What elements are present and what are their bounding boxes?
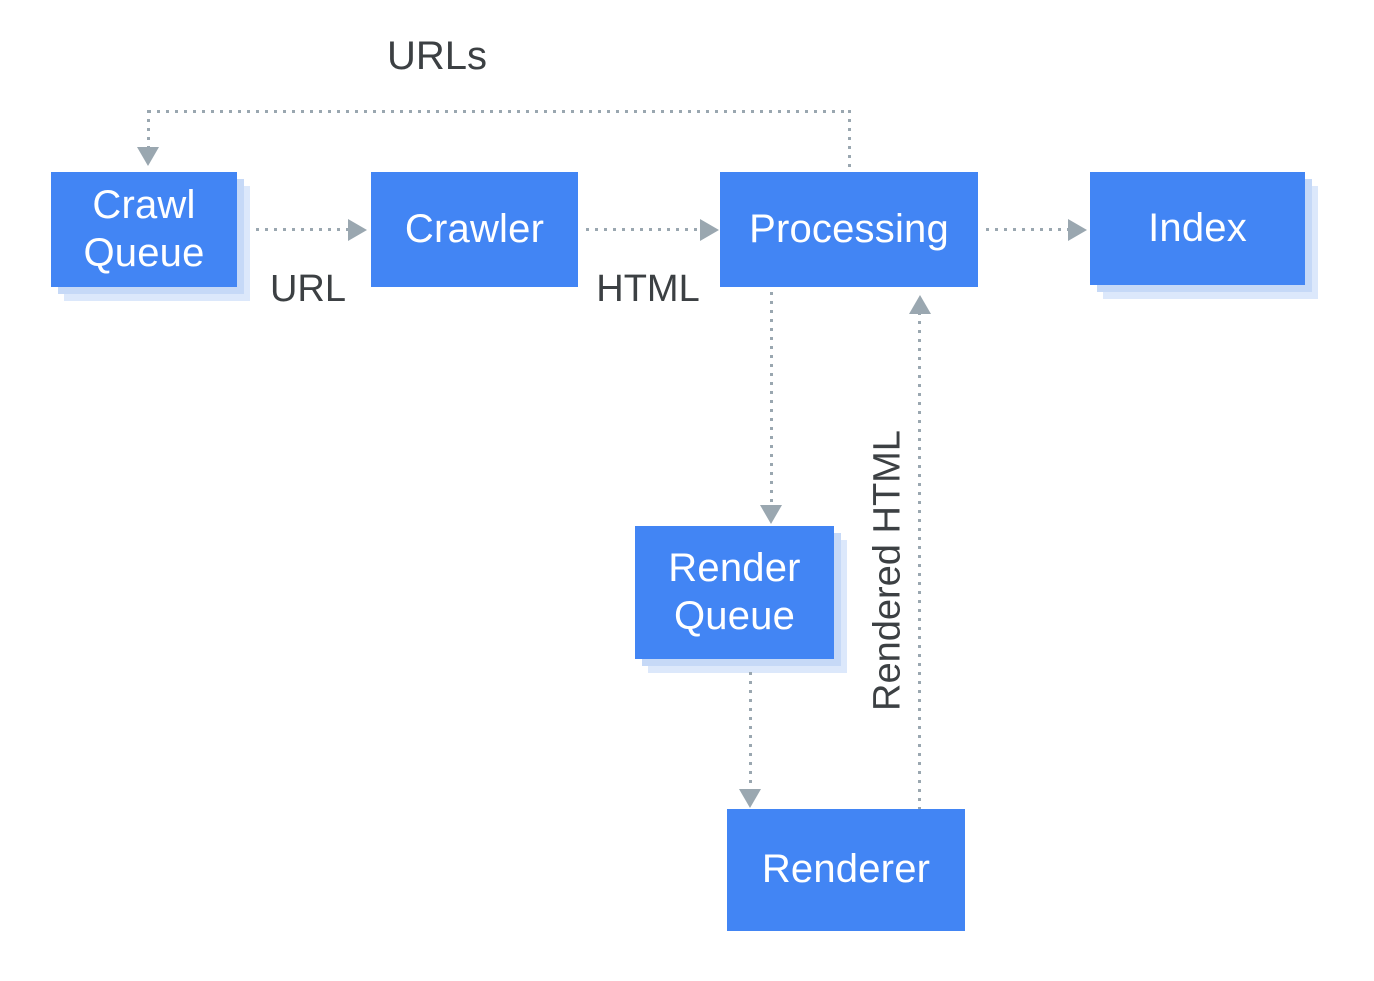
arrowhead-render-queue-to-renderer [739,789,761,808]
arrowhead-renderer-to-processing [909,295,931,314]
connector-crawl-queue-to-crawler [256,228,348,231]
arrowhead-processing-to-render-queue [760,505,782,524]
connector-processing-to-render-queue [770,292,773,507]
node-processing[interactable]: Processing [720,172,978,287]
arrowhead-urls-to-crawl-queue [137,147,159,166]
node-index[interactable]: Index [1090,172,1305,285]
node-crawl-queue[interactable]: Crawl Queue [51,172,237,287]
node-render-queue[interactable]: Render Queue [635,526,834,659]
edge-label-rendered-html: Rendered HTML [866,430,909,711]
connector-processing-to-index [986,228,1069,231]
connector-urls-riser [848,110,851,174]
arrowhead-processing-to-index [1068,219,1087,241]
node-crawler[interactable]: Crawler [371,172,578,287]
node-renderer[interactable]: Renderer [727,809,965,931]
arrowhead-crawl-queue-to-crawler [348,219,367,241]
edge-label-html: HTML [596,268,700,310]
edge-label-url: URL [269,268,347,310]
connector-urls-drop [147,110,150,152]
connector-renderer-to-processing [918,312,921,812]
connector-crawler-to-processing [586,228,702,231]
connector-urls-horizontal [148,110,851,113]
arrowhead-crawler-to-processing [700,219,719,241]
connector-render-queue-to-renderer [749,672,752,790]
edge-label-urls: URLs [386,34,488,78]
